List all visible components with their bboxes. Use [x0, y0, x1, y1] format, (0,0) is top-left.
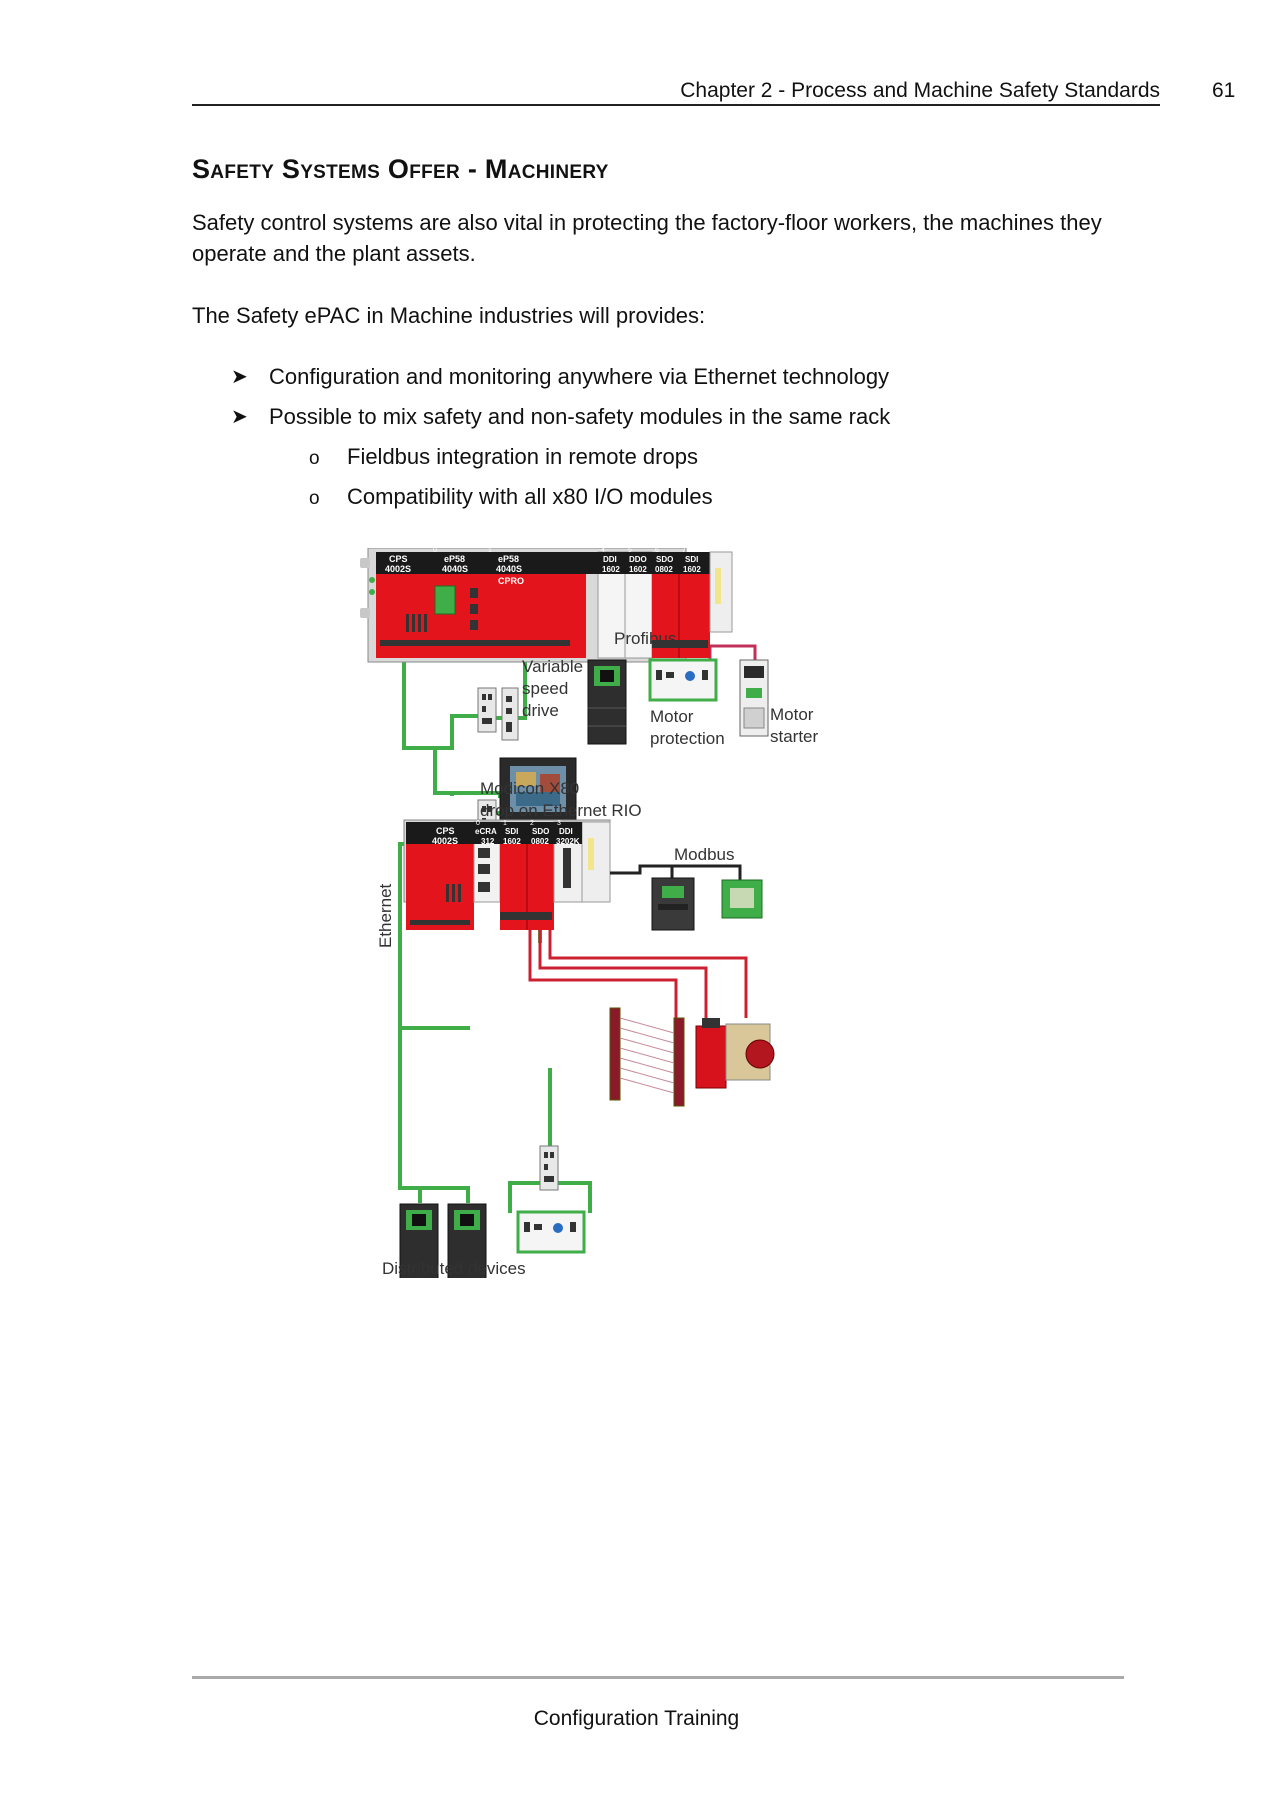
vsd-label: speed — [522, 679, 568, 698]
module-label: 312 — [481, 837, 495, 846]
section-title: Safety Systems Offer - Machinery — [192, 154, 609, 184]
sub-bullet-item: o Compatibility with all x80 I/O modules — [309, 482, 713, 512]
motor-starter-label: starter — [770, 727, 819, 746]
module-label: DDO — [629, 555, 647, 564]
modbus-controller — [651, 877, 695, 931]
x80-drop-label: drop on Ethernet RIO — [480, 801, 642, 820]
bullet-item: ➤ Configuration and monitoring anywhere … — [231, 362, 890, 392]
distributed-drive — [399, 1203, 439, 1278]
module-label: DDI — [603, 555, 617, 564]
motor-starter-label: Motor — [770, 705, 814, 724]
light-curtain — [609, 1007, 685, 1107]
slot-number: 4 — [601, 548, 605, 554]
module-label: 4040S — [496, 564, 522, 574]
module-label: 1602 — [629, 565, 647, 574]
module-label: SDI — [685, 555, 698, 564]
module-label: 0802 — [531, 837, 549, 846]
arrow-bullet-icon: ➤ — [231, 366, 248, 388]
slot-number: 3 — [557, 820, 561, 827]
modbus-cable — [610, 864, 742, 880]
module-label: 3202K — [556, 837, 580, 846]
provides-paragraph: The Safety ePAC in Machine industries wi… — [192, 303, 706, 328]
chapter-title: Chapter 2 - Process and Machine Safety S… — [680, 79, 1160, 102]
module-label: 0802 — [655, 565, 673, 574]
modbus-label: Modbus — [674, 845, 734, 864]
sub-bullet-text: Compatibility with all x80 I/O modules — [347, 484, 713, 509]
page-number: 61 — [1212, 79, 1236, 102]
variable-speed-drive — [587, 659, 627, 745]
module-label: eCRA — [475, 827, 497, 836]
profibus-label: Profibus — [614, 629, 676, 648]
module-label: 1602 — [602, 565, 620, 574]
emergency-stop-button — [725, 1023, 775, 1081]
bullet-text: Possible to mix safety and non-safety mo… — [269, 404, 891, 429]
ethernet-switch — [477, 687, 497, 733]
motor-protection-label: Motor — [650, 707, 694, 726]
slot-number: 1 — [503, 820, 507, 827]
footer-divider — [192, 1676, 1124, 1679]
sub-bullet-text: Fieldbus integration in remote drops — [347, 444, 698, 469]
module-label: 4002S — [432, 836, 458, 846]
slot-number: 6 — [655, 548, 659, 554]
ethernet-label: Ethernet — [376, 883, 395, 948]
module-label: 1602 — [683, 565, 701, 574]
x80-drop-label: Modicon X80 — [480, 779, 579, 798]
slot-number: 0 — [476, 820, 480, 827]
distributed-switch — [539, 1145, 559, 1191]
module-label: SDO — [656, 555, 673, 564]
module-label: SDO — [532, 827, 549, 836]
circle-bullet-icon: o — [309, 488, 320, 509]
bullet-item: ➤ Possible to mix safety and non-safety … — [231, 402, 891, 432]
hmi-panel — [499, 757, 577, 823]
page-header: Chapter 2 - Process and Machine Safety S… — [192, 76, 1160, 106]
module-label: SDI — [505, 827, 518, 836]
module-label: CPS — [436, 826, 455, 836]
module-label: 4002S — [385, 564, 411, 574]
vsd-label: Variable — [522, 657, 583, 676]
cpro-label: CPRO — [498, 576, 524, 586]
distributed-devices-label: Distributed devices — [382, 1259, 526, 1278]
circle-bullet-icon: o — [309, 448, 320, 469]
motor-starter — [739, 659, 769, 737]
distributed-drive — [447, 1203, 487, 1278]
motor-protection-label: protection — [650, 729, 725, 748]
arrow-bullet-icon: ➤ — [231, 406, 248, 428]
main-rack: CPS 4002S eP58 4040S eP58 4040S CPRO DDI… — [360, 548, 733, 663]
intro-paragraph: Safety control systems are also vital in… — [192, 210, 1102, 266]
slot-number: 1 — [488, 548, 492, 554]
motor-protection — [648, 658, 718, 702]
architecture-diagram: CPS 4002S eP58 4040S eP58 4040S CPRO DDI… — [360, 548, 819, 1278]
module-label: CPS — [389, 554, 408, 564]
distributed-motor-protection — [516, 1210, 586, 1254]
slot-number: 2 — [530, 820, 534, 827]
modbus-meter — [721, 879, 763, 919]
remote-drop-rack: CPS 4002S eCRA 312 SDI 1602 SDO 0802 DDI… — [403, 819, 611, 930]
module-label: DDI — [559, 827, 573, 836]
safety-cables — [528, 930, 748, 1028]
page-footer: Configuration Training — [533, 1707, 740, 1730]
ethernet-switch — [501, 687, 519, 741]
module-label: 4040S — [442, 564, 468, 574]
slot-number: 0 — [433, 548, 437, 554]
slot-number: 5 — [628, 548, 632, 554]
module-label: eP58 — [498, 554, 519, 564]
vsd-label: drive — [522, 701, 559, 720]
slot-number: 7 — [682, 548, 686, 554]
bullet-text: Configuration and monitoring anywhere vi… — [269, 364, 890, 389]
module-label: eP58 — [444, 554, 465, 564]
safety-switch — [695, 1018, 727, 1089]
module-label: 1602 — [503, 837, 521, 846]
sub-bullet-item: o Fieldbus integration in remote drops — [309, 442, 698, 472]
